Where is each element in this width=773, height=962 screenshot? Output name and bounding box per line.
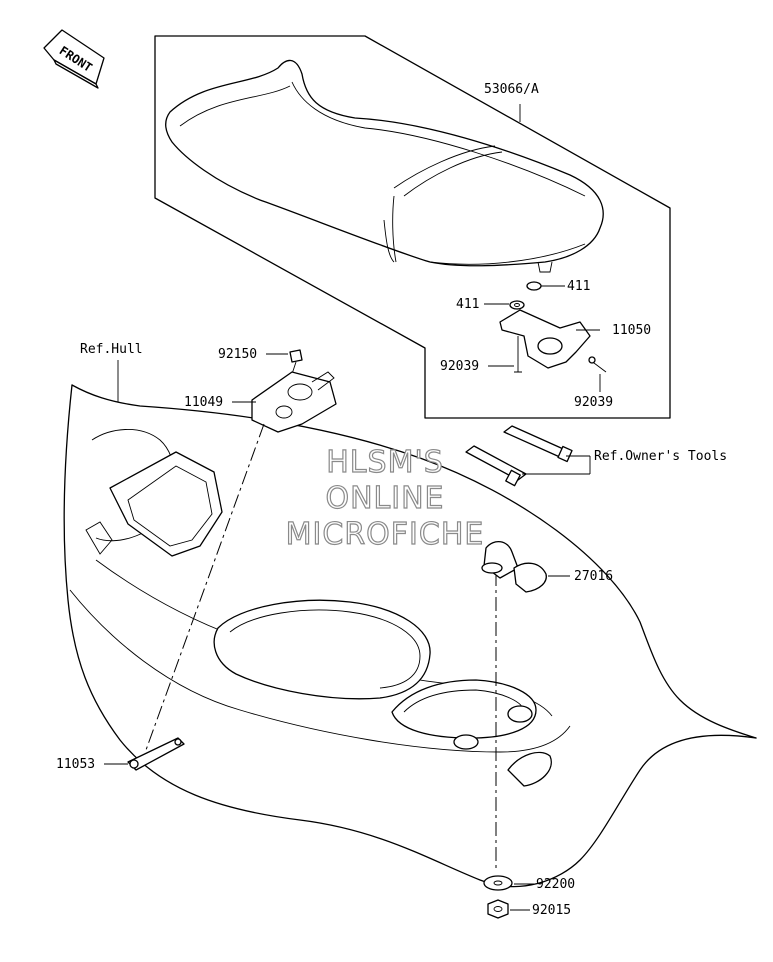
part-label-92200: 92200 — [536, 877, 575, 892]
hull-drawing — [63, 384, 757, 888]
part-label-27016: 27016 — [574, 569, 613, 584]
part-label-11050: 11050 — [612, 323, 651, 338]
owners-tools-straps-drawing — [465, 425, 573, 487]
part-label-53066: 53066/A — [484, 82, 539, 97]
watermark-line-1: HLSM'S — [326, 445, 444, 480]
part-label-11049: 11049 — [184, 395, 223, 410]
part-label-92039-right: 92039 — [574, 395, 613, 410]
plate-11049-drawing — [251, 349, 337, 433]
nut-92015-drawing — [487, 899, 509, 919]
seat-drawing — [165, 59, 604, 273]
fitting-27016-drawing — [481, 541, 547, 593]
strap-11053-drawing — [127, 737, 185, 771]
part-label-92039-left: 92039 — [440, 359, 479, 374]
part-label-92015: 92015 — [532, 903, 571, 918]
watermark-line-3: MICROFICHE — [286, 517, 485, 552]
part-label-411-left: 411 — [456, 297, 479, 312]
part-label-11053: 11053 — [56, 757, 95, 772]
part-label-411-right: 411 — [567, 279, 590, 294]
watermark-line-2: ONLINE — [325, 481, 444, 516]
washer-92200-drawing — [483, 875, 513, 891]
watermark: HLSM'S ONLINE MICROFICHE — [285, 444, 485, 552]
part-label-92150: 92150 — [218, 347, 257, 362]
ref-label-owners-tools: Ref.Owner's Tools — [594, 449, 727, 464]
seat-frame — [154, 35, 671, 419]
front-arrow-icon: FRONT — [43, 29, 105, 89]
seat-bracket-drawing — [499, 281, 607, 373]
ref-label-hull: Ref.Hull — [80, 342, 143, 357]
